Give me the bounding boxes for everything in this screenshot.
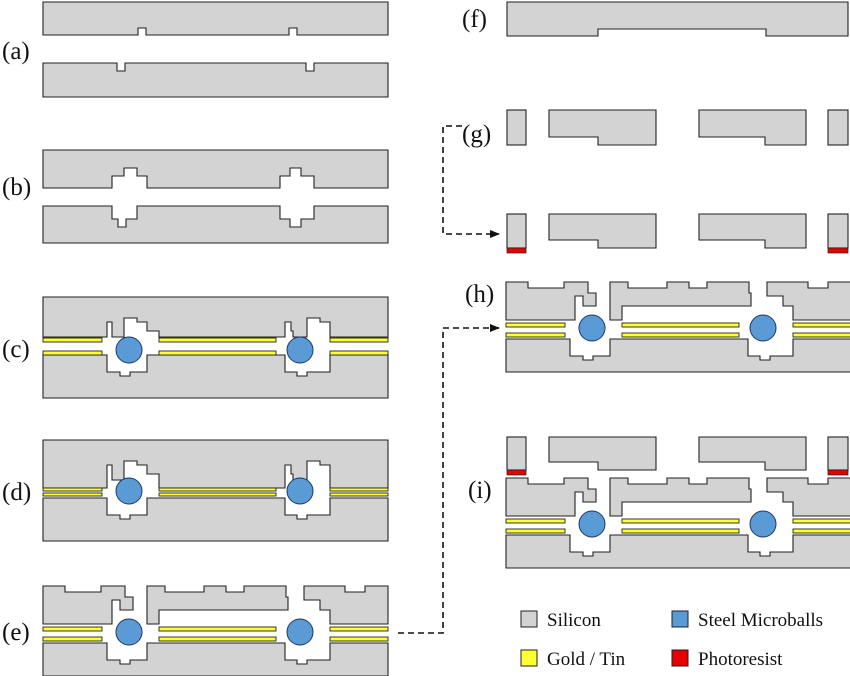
cap-piece-g-3 (698, 109, 807, 146)
legend-swatch-photoresist (671, 649, 689, 667)
cap-wafer-f (506, 1, 849, 37)
cap-piece-g-4 (827, 109, 849, 146)
legend-steel-microballs: Steel Microballs (698, 610, 823, 631)
legend-swatch-silicon (520, 610, 538, 628)
cap-piece-g-7 (698, 213, 807, 249)
bonded-etched-wafers-i (505, 477, 850, 569)
cap-piece-g-8 (827, 213, 849, 249)
lower-wafer-a (42, 62, 389, 98)
legend-photoresist: Photoresist (698, 649, 783, 670)
legend-gold-tin: Gold / Tin (547, 649, 626, 670)
legend-swatch-steel-microballs (671, 610, 689, 628)
bonded-wafers-c (42, 296, 389, 399)
step-a: (a) (2, 1, 389, 98)
step-g: (g) (442, 109, 849, 254)
step-h: (h) (465, 281, 850, 373)
photoresist-g-2 (827, 247, 849, 254)
label-d: (d) (2, 479, 31, 506)
cap-piece-i-1 (506, 436, 527, 471)
arrow-e-to-h (398, 324, 500, 634)
cap-piece-g-1 (506, 109, 527, 146)
step-i: (i) (468, 436, 850, 569)
cap-piece-i-2 (548, 436, 657, 471)
lower-wafer-b (42, 205, 389, 244)
step-b: (b) (2, 149, 389, 244)
photoresist-i-1 (506, 469, 527, 476)
upper-wafer-a (42, 1, 389, 36)
cap-piece-g-2 (548, 109, 657, 146)
bonded-etched-wafers-h (505, 281, 850, 373)
label-i: (i) (468, 477, 492, 504)
step-f: (f) (462, 1, 849, 37)
label-b: (b) (2, 174, 31, 201)
bonded-wafers-d (42, 439, 389, 542)
label-g: (g) (462, 121, 491, 148)
step-d: (d) (2, 439, 389, 542)
photoresist-g-1 (506, 247, 527, 254)
cap-piece-g-6 (548, 213, 657, 249)
label-h: (h) (465, 281, 494, 308)
cap-piece-g-5 (506, 213, 527, 249)
label-e: (e) (2, 619, 30, 646)
bonded-etched-wafers-e (42, 585, 389, 676)
upper-wafer-b (42, 149, 389, 189)
label-f: (f) (462, 6, 487, 33)
arrow-g (442, 125, 500, 238)
legend: Silicon Steel Microballs Gold / Tin Phot… (520, 610, 823, 670)
photoresist-i-2 (827, 469, 849, 476)
step-e: (e) (2, 585, 389, 676)
cap-piece-i-4 (827, 436, 849, 471)
label-a: (a) (2, 38, 30, 65)
step-c: (c) (2, 296, 389, 399)
cap-piece-i-3 (698, 436, 807, 471)
legend-silicon: Silicon (547, 610, 601, 631)
legend-swatch-gold-tin (520, 649, 538, 667)
label-c: (c) (2, 336, 30, 363)
